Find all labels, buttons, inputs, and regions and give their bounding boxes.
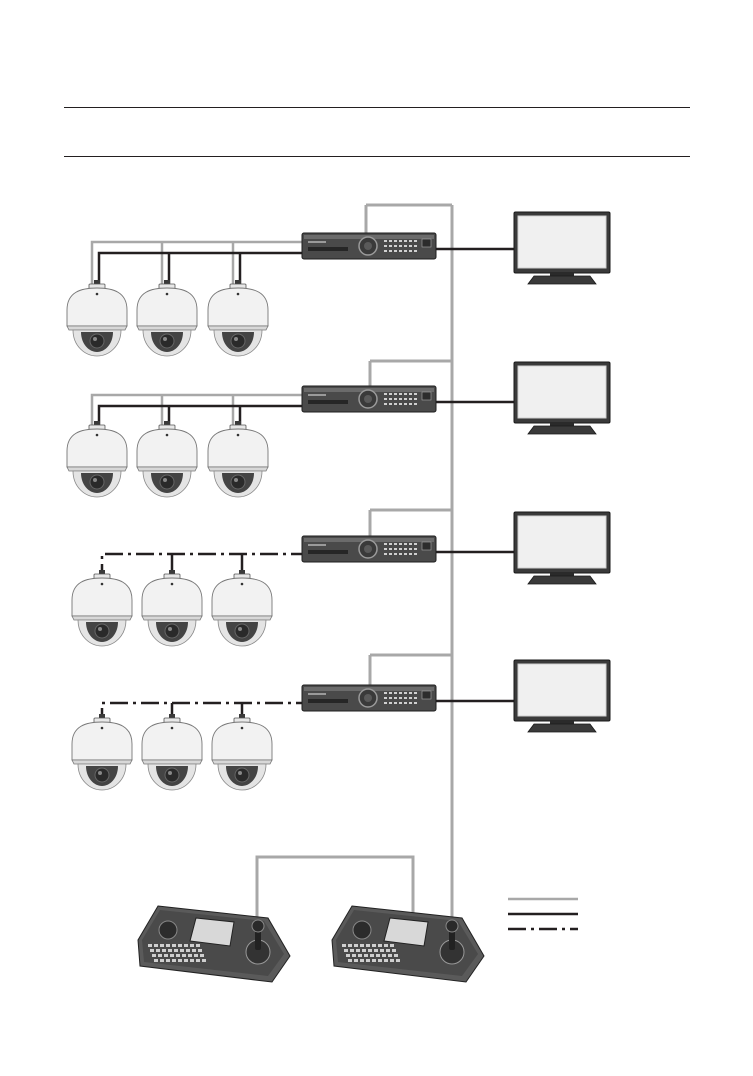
dome-camera-1-2 (137, 280, 197, 356)
monitor-1 (514, 212, 610, 284)
dome-camera-2-2 (137, 421, 197, 497)
dome-camera-4-3 (212, 714, 272, 790)
dvr-2 (302, 386, 436, 412)
dome-camera-3-2 (142, 570, 202, 646)
controller-keyboard-1 (138, 906, 290, 982)
video-camera-bus-1 (99, 253, 302, 290)
rs485-camera-bus-2 (92, 395, 302, 431)
dvr-4 (302, 685, 436, 711)
legend-layer (508, 899, 578, 929)
dome-camera-2-3 (208, 421, 268, 497)
network-camera-bus-4 (102, 703, 302, 726)
monitor-4 (514, 660, 610, 732)
network-camera-bus-3 (102, 554, 302, 582)
dome-camera-3-1 (72, 570, 132, 646)
dome-camera-4-1 (72, 714, 132, 790)
dome-camera-1-3 (208, 280, 268, 356)
monitor-2 (514, 362, 610, 434)
rs485-camera-bus-1 (92, 242, 302, 290)
dvr-1 (302, 233, 436, 259)
dome-camera-1-1 (67, 280, 127, 356)
dvr-3 (302, 536, 436, 562)
monitor-3 (514, 512, 610, 584)
dome-camera-2-1 (67, 421, 127, 497)
dome-camera-3-3 (212, 570, 272, 646)
dome-camera-4-2 (142, 714, 202, 790)
controller-keyboard-2 (332, 906, 484, 982)
video-camera-bus-2 (99, 406, 302, 431)
devices-layer (67, 212, 610, 982)
